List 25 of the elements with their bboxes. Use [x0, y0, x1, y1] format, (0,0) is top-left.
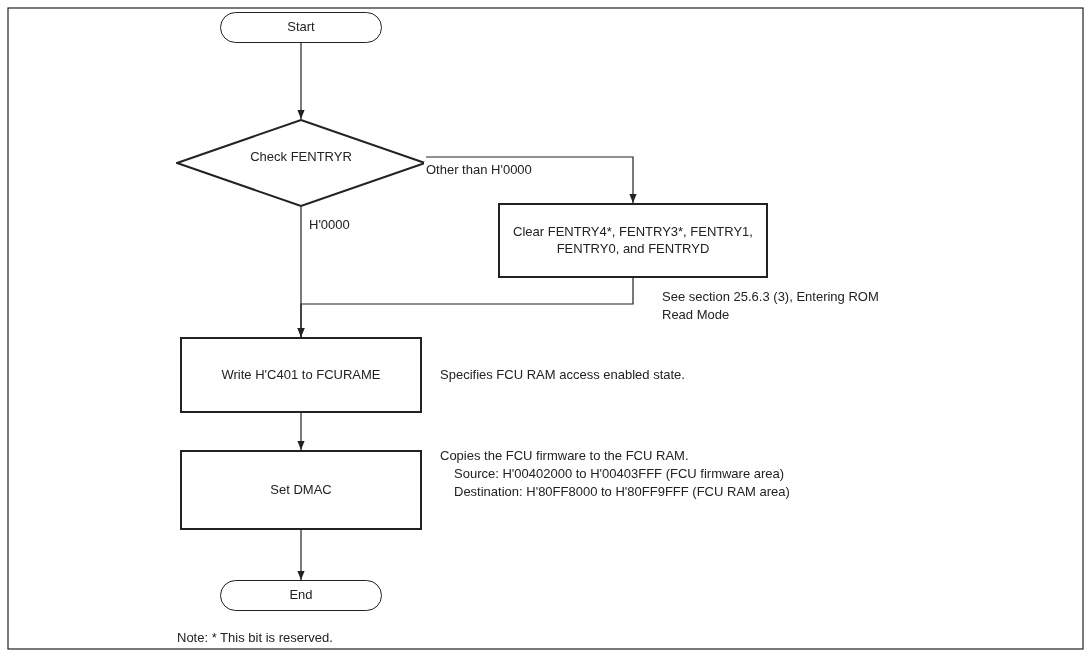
- note-text: Specifies FCU RAM access enabled state.: [440, 366, 685, 384]
- arrow: [297, 42, 305, 120]
- node-text: End: [289, 587, 313, 604]
- node-text: Set DMAC: [270, 481, 332, 499]
- arrow: [297, 529, 305, 581]
- process-box: [180, 337, 422, 413]
- arrow: [425, 156, 637, 204]
- edge-label: Other than H'0000: [424, 162, 534, 177]
- arrow: [297, 277, 634, 338]
- edge-label: H'0000: [307, 217, 352, 232]
- footnote-text: Note: * This bit is reserved.: [175, 630, 335, 645]
- note-text: See section 25.6.3 (3), Entering ROM Read Mode: [662, 288, 880, 324]
- process-box: [498, 203, 768, 278]
- process-box: [180, 450, 422, 530]
- note-text: Copies the FCU firmware to the FCU RAM.: [440, 447, 689, 465]
- node-text: Write H'C401 to FCURAME: [221, 366, 381, 384]
- node-text: Check FENTRYR: [250, 149, 352, 166]
- node-text: Clear FENTRY4*, FENTRY3*, FENTRY1, FENTRY0, and FENTRYD: [512, 223, 754, 258]
- decision-diamond: [176, 119, 426, 207]
- terminal-box: [220, 12, 382, 43]
- terminal-box: [220, 580, 382, 611]
- arrow: [297, 412, 305, 451]
- note-text: Destination: H'80FF8000 to H'80FF9FFF (FCU RAM area): [454, 483, 790, 501]
- note-text: Source: H'00402000 to H'00403FFF (FCU firmware area): [454, 465, 785, 483]
- node-text: Start: [287, 19, 315, 36]
